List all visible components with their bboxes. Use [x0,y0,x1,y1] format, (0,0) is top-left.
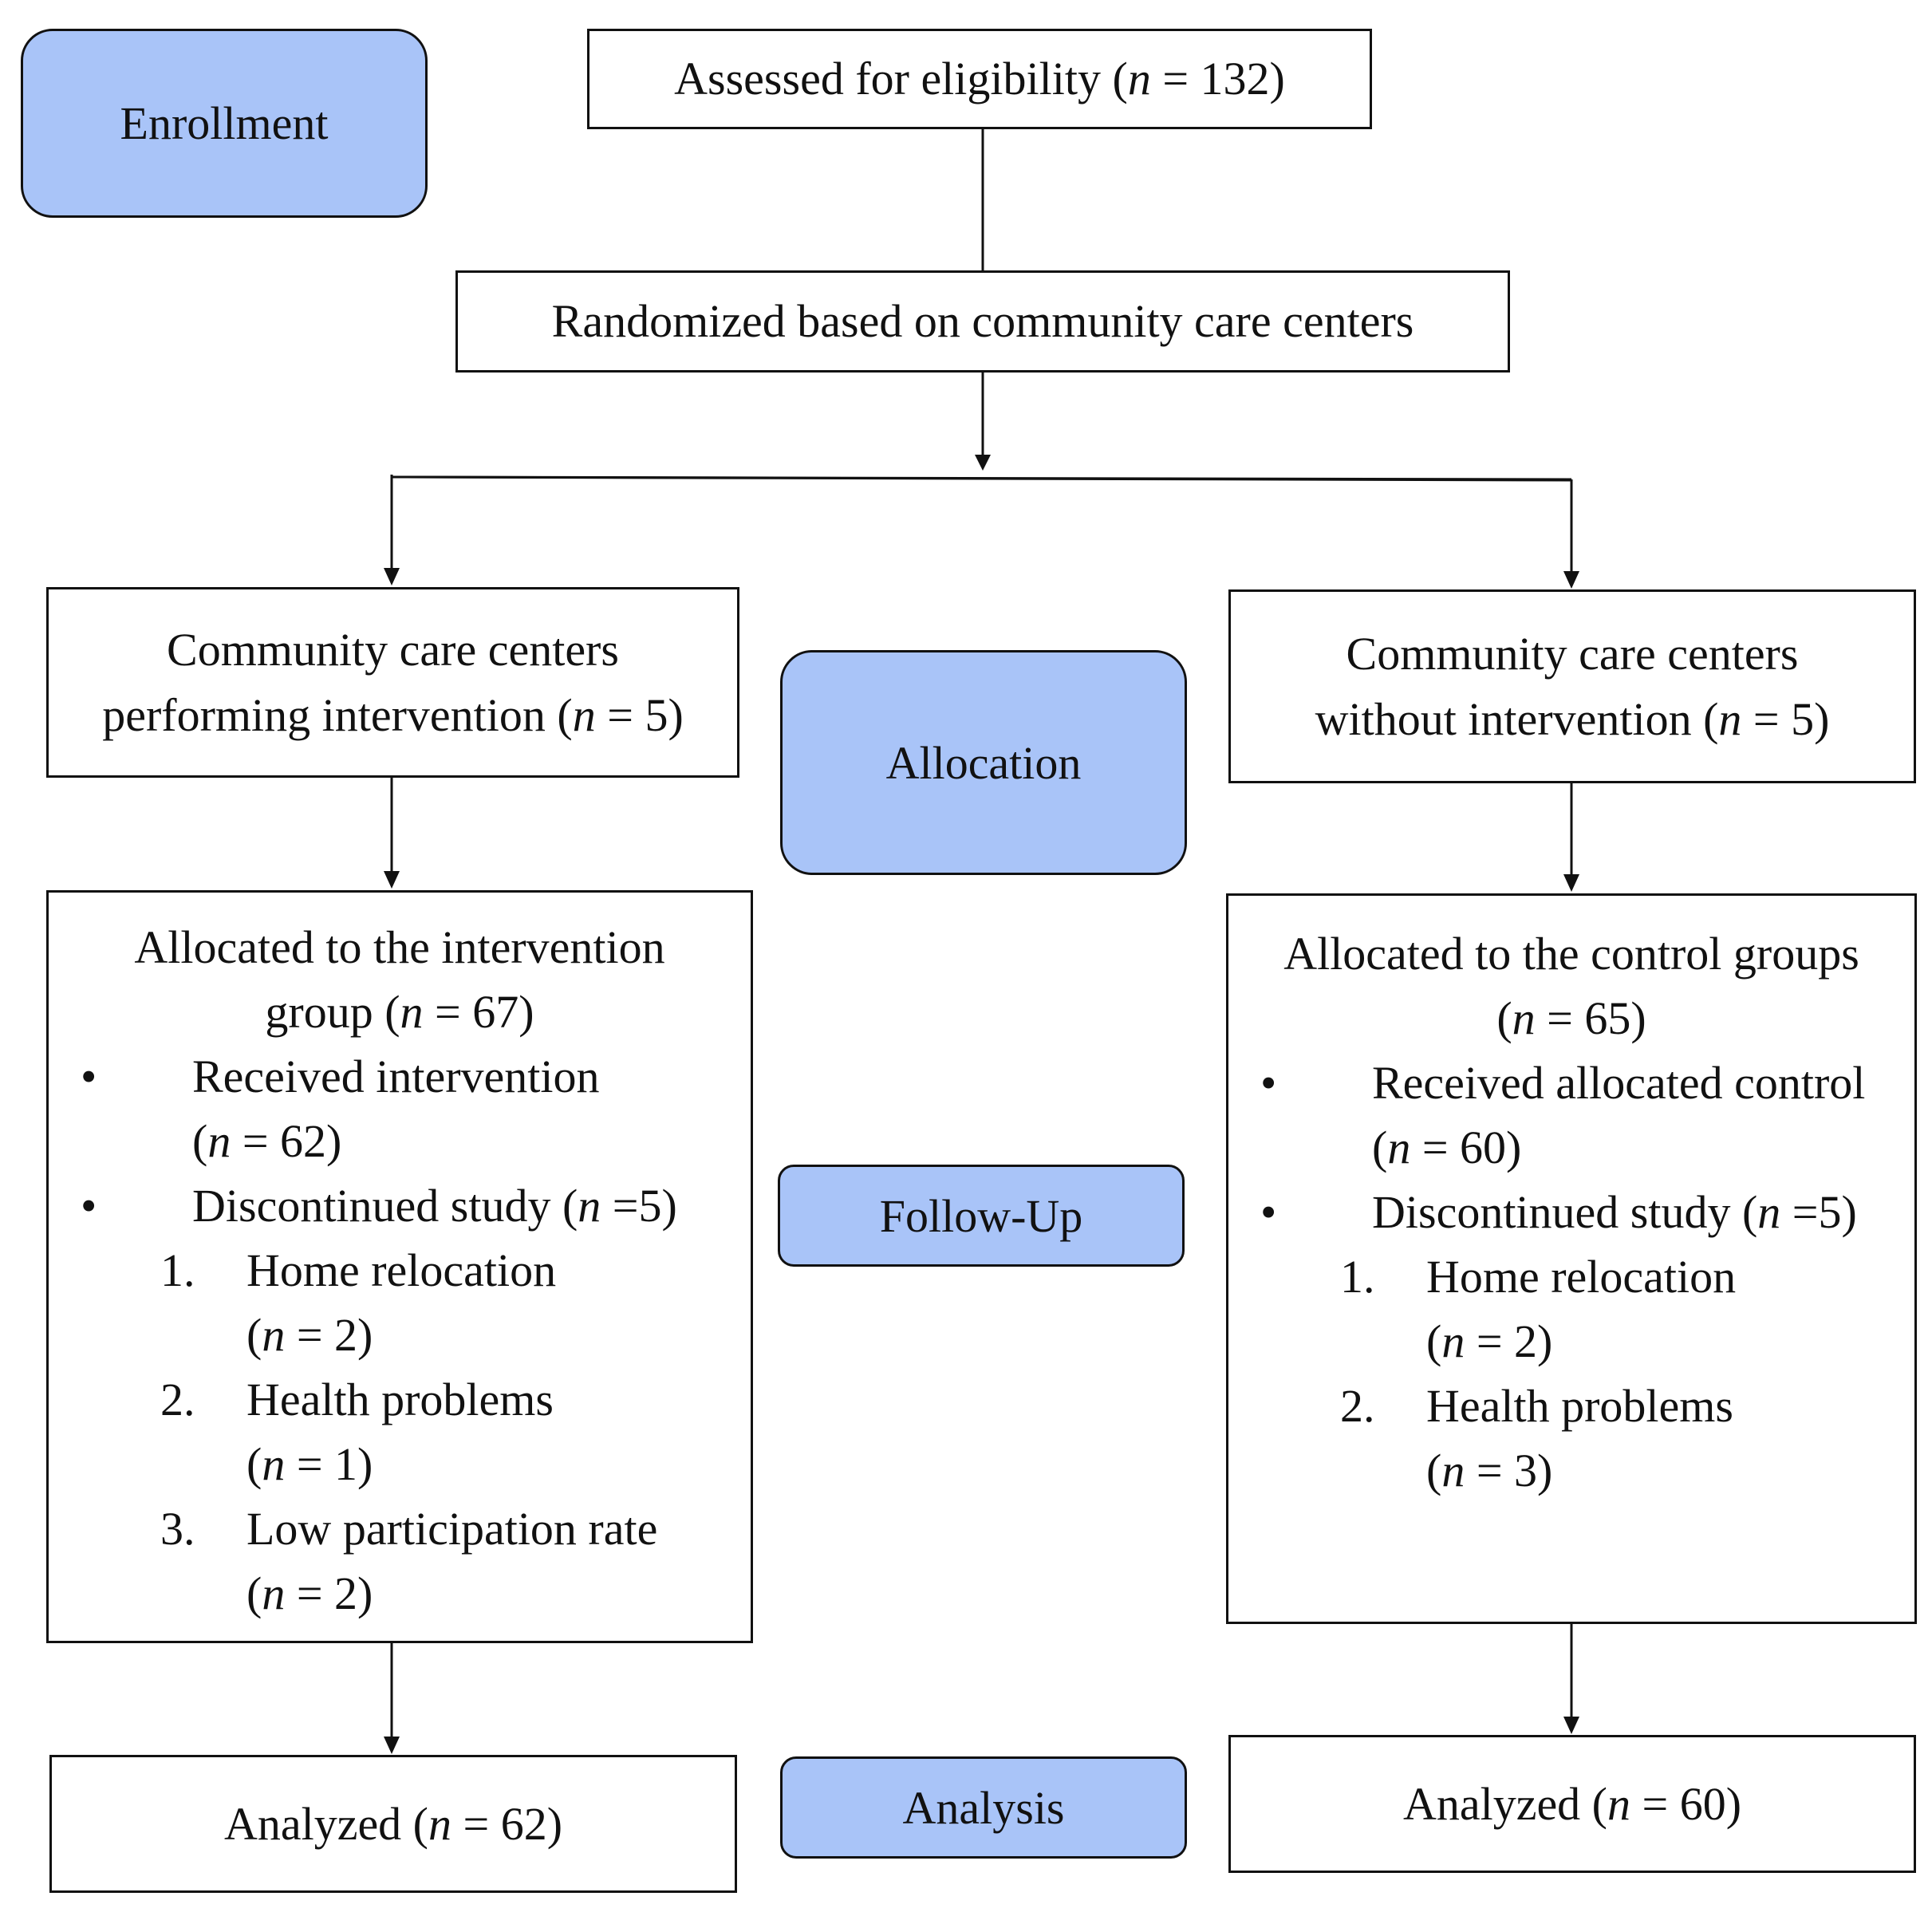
left-reason-1: 1.Home relocation [160,1244,557,1296]
left-analyzed-text: Analyzed (n = 62) [223,1797,563,1850]
randomized-box: Randomized based on community care cente… [455,270,1510,373]
right-reason-1-count: (n = 2) [1426,1315,1553,1367]
left-allocated-box: Allocated to the intervention group (n =… [46,890,753,1643]
right-reason-1: 1.Home relocation [1340,1251,1737,1303]
right-allocated-title-line1: Allocated to the control groups [1283,928,1859,980]
left-bullet-discontinued: •Discontinued study (n =5) [81,1180,677,1232]
assessed-text: Assessed for eligibility (n = 132) [674,53,1285,104]
left-centers-line2: performing intervention (n = 5) [102,688,684,741]
left-reason-2-count: (n = 1) [246,1438,373,1490]
stage-enrollment-label: Enrollment [120,97,329,149]
left-bullet-received-count: (n = 62) [192,1115,342,1167]
right-bullet-received-count: (n = 60) [1372,1122,1522,1173]
randomized-text: Randomized based on community care cente… [551,295,1414,347]
stage-enrollment: Enrollment [21,29,428,218]
stage-allocation-label: Allocation [885,736,1082,789]
left-bullet-received: •Received intervention [81,1051,600,1102]
left-centers-box: Community care centers performing interv… [46,587,739,778]
right-centers-box: Community care centers without intervent… [1228,589,1916,783]
left-centers-line1: Community care centers [167,623,619,676]
right-centers-line2: without intervention (n = 5) [1315,692,1830,745]
assessed-box: Assessed for eligibility (n = 132) [587,29,1372,129]
stage-analysis: Analysis [780,1756,1187,1859]
stage-analysis-label: Analysis [902,1781,1065,1834]
right-reason-2: 2.Health problems [1340,1380,1733,1432]
left-reason-3-count: (n = 2) [246,1567,373,1619]
left-allocated-title-line1: Allocated to the intervention [134,921,665,973]
right-bullet-received: •Received allocated control [1260,1057,1866,1109]
left-reason-2: 2.Health problems [160,1374,554,1425]
right-centers-line1: Community care centers [1346,627,1799,680]
right-analyzed-box: Analyzed (n = 60) [1228,1735,1916,1873]
right-reason-2-count: (n = 3) [1426,1445,1553,1496]
stage-allocation: Allocation [780,650,1187,875]
left-reason-1-count: (n = 2) [246,1309,373,1361]
right-allocated-box: Allocated to the control groups (n = 65)… [1226,893,1917,1624]
right-bullet-discontinued: •Discontinued study (n =5) [1260,1186,1857,1238]
right-analyzed-text: Analyzed (n = 60) [1402,1777,1742,1830]
left-allocated-title-line2: group (n = 67) [265,986,534,1038]
right-allocated-title-line2: (n = 65) [1496,992,1646,1044]
left-reason-3: 3.Low participation rate [160,1503,658,1555]
stage-followup-label: Follow-Up [879,1189,1083,1242]
stage-followup: Follow-Up [778,1165,1185,1267]
left-analyzed-box: Analyzed (n = 62) [49,1755,737,1893]
